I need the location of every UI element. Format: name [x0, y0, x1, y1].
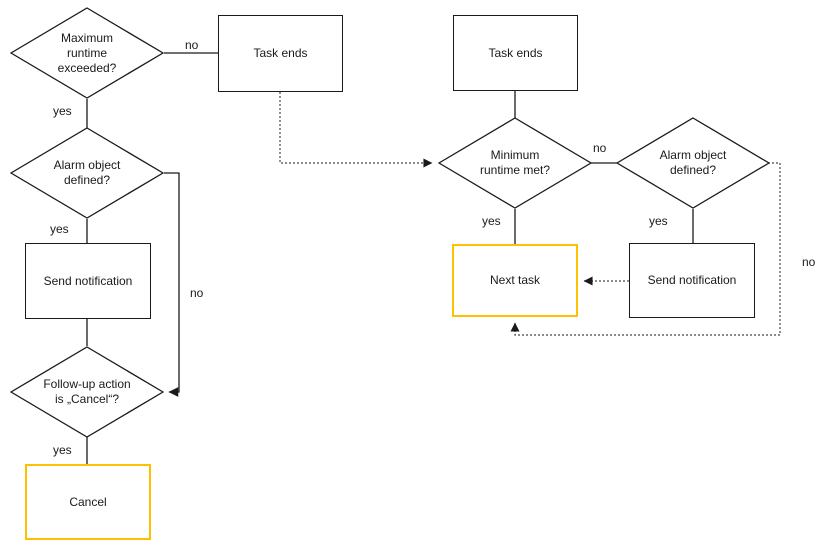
decision-alarm-object-right: Alarm object defined?	[616, 117, 770, 209]
box-task-ends-right: Task ends	[453, 15, 578, 91]
box-send-notification-left: Send notification	[25, 243, 151, 319]
box-next-task: Next task	[452, 244, 578, 317]
edge-label-min-runtime-no: no	[592, 141, 608, 155]
edge-label-max-runtime-yes: yes	[52, 104, 73, 118]
box-next-task-label: Next task	[489, 273, 540, 287]
edge-label-max-runtime-no: no	[184, 38, 200, 52]
edge-alarm2-no-to-nexttask-dotted	[510, 162, 781, 336]
edge-alarm-no-to-followup	[164, 172, 180, 397]
edge-label-followup-yes: yes	[52, 443, 73, 457]
box-task-ends-left-label: Task ends	[253, 46, 308, 60]
decision-min-runtime-label: Minimum runtime met?	[479, 148, 551, 177]
decision-max-runtime: Maximum runtime exceeded?	[10, 7, 164, 99]
decision-max-runtime-label: Maximum runtime exceeded?	[57, 30, 117, 75]
decision-followup-cancel-label: Follow-up action is „Cancel“?	[43, 377, 131, 406]
edge-label-min-runtime-yes: yes	[481, 214, 502, 228]
decision-followup-cancel: Follow-up action is „Cancel“?	[10, 346, 164, 438]
box-task-ends-right-label: Task ends	[488, 45, 543, 60]
edge-label-alarm-left-yes: yes	[49, 222, 70, 236]
box-cancel-label: Cancel	[69, 494, 107, 509]
box-send-notification-right: Send notification	[629, 243, 755, 318]
box-task-ends-left: Task ends	[218, 15, 343, 92]
decision-alarm-object-left-label: Alarm object defined?	[53, 158, 121, 187]
edge-taskends1-to-minruntime-dotted	[279, 92, 433, 168]
box-send-notification-left-label: Send notification	[43, 273, 133, 288]
edge-label-alarm-right-yes: yes	[648, 214, 669, 228]
decision-alarm-object-left: Alarm object defined?	[10, 127, 164, 219]
edge-label-alarm-left-no: no	[189, 286, 205, 300]
decision-min-runtime: Minimum runtime met?	[438, 117, 592, 209]
decision-alarm-object-right-label: Alarm object defined?	[659, 148, 727, 177]
box-cancel: Cancel	[25, 464, 151, 540]
box-send-notification-right-label: Send notification	[647, 273, 737, 287]
edge-label-alarm-right-no: no	[801, 255, 817, 269]
